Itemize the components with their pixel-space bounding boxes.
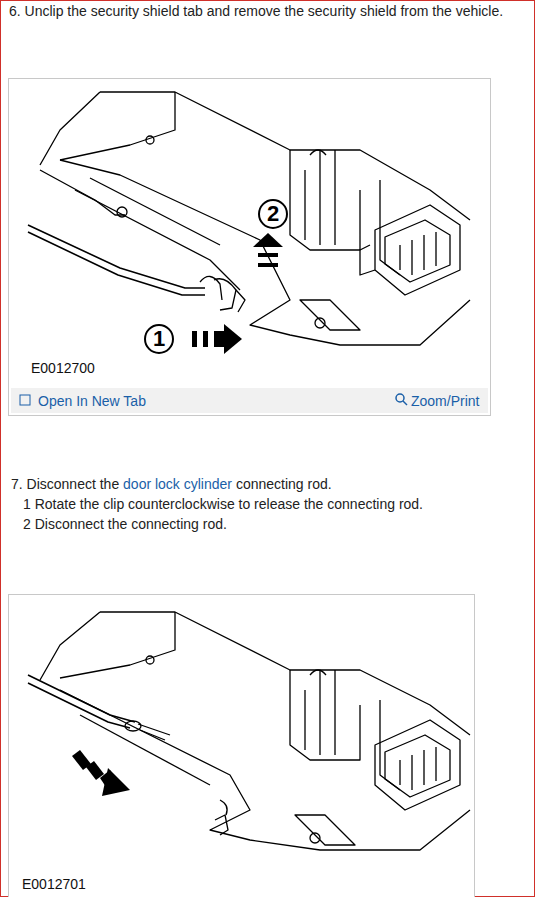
link-text: door lock cylinder: [123, 476, 232, 492]
callout-number: 2: [267, 203, 279, 225]
toolbar-link: Open In New Tab: [38, 393, 146, 409]
toolbar-link: Zoom/Print: [411, 393, 479, 409]
callout-circle: 1: [144, 324, 174, 354]
step-text: connecting rod.: [236, 476, 332, 492]
figure-code: E0012701: [22, 876, 86, 892]
step-text: 7. Disconnect the: [11, 476, 119, 492]
callout-circle: 2: [258, 199, 288, 229]
callout-number: 1: [153, 328, 165, 350]
substep-text: 1 Rotate the clip counterclockwise to re…: [23, 496, 423, 512]
figure-code: E0012700: [31, 360, 95, 376]
step-text: 6. Unclip the security shield tab and re…: [9, 3, 503, 19]
step-paragraph: 7. Disconnect the door lock cylinder con…: [11, 476, 332, 492]
substep-text: 2 Disconnect the connecting rod.: [23, 516, 227, 532]
